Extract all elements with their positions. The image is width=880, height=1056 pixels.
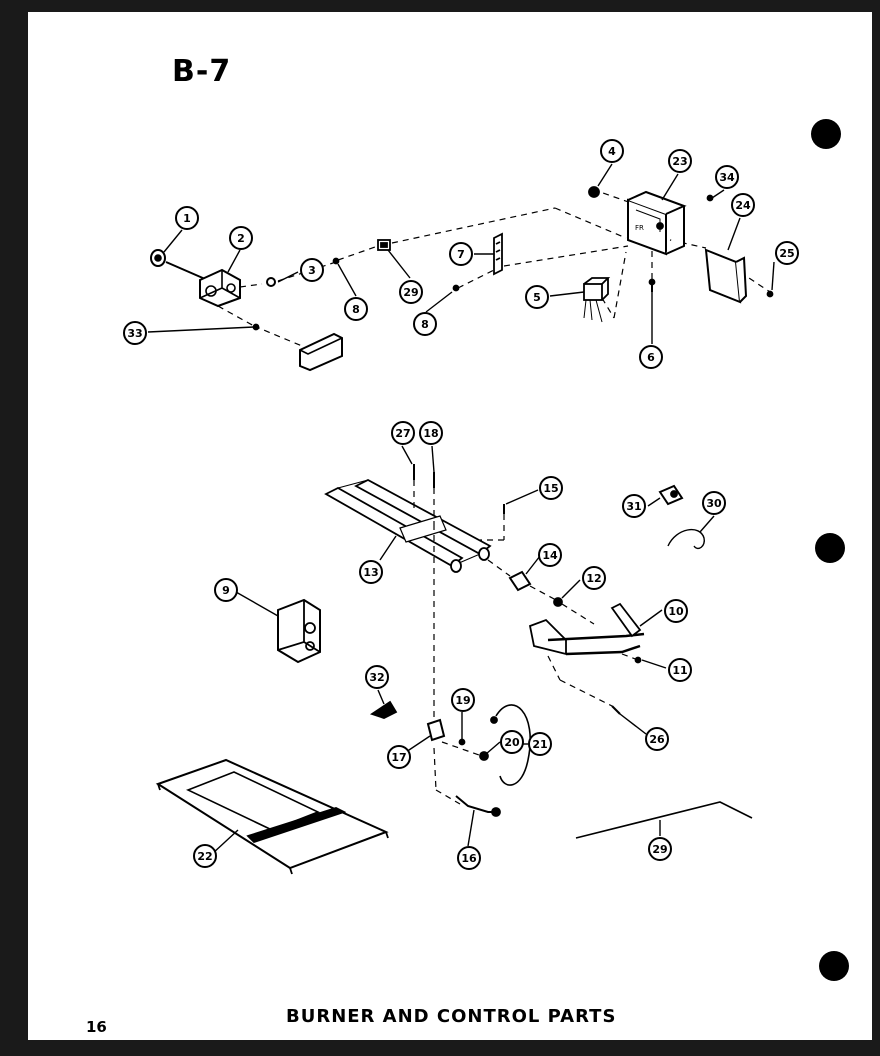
callout-label-25: 25 xyxy=(779,247,794,260)
callout-label-13: 13 xyxy=(363,566,378,579)
callout-label-19: 19 xyxy=(455,694,470,707)
callout-label-30: 30 xyxy=(706,497,722,510)
callout-label-7: 7 xyxy=(457,248,465,261)
callout-33 xyxy=(123,321,147,345)
callout-label-34: 34 xyxy=(719,171,735,184)
callout-label-2: 2 xyxy=(237,232,245,245)
callout-label-29b: 29 xyxy=(652,843,667,856)
callout-label-22: 22 xyxy=(197,850,212,863)
callout-8b xyxy=(413,312,437,336)
callout-label-10: 10 xyxy=(668,605,684,618)
junction-box-parts: FR xyxy=(252,186,774,331)
callout-23 xyxy=(668,149,692,173)
callout-label-17: 17 xyxy=(391,751,406,764)
callout-label-27: 27 xyxy=(395,427,410,440)
callout-16 xyxy=(457,846,481,870)
callout-7 xyxy=(449,242,473,266)
callout-27 xyxy=(391,421,415,445)
callout-label-16: 16 xyxy=(461,852,477,865)
callout-label-8a: 8 xyxy=(352,303,360,316)
callout-32 xyxy=(365,665,389,689)
callout-label-32: 32 xyxy=(369,671,384,684)
callout-17 xyxy=(387,745,411,769)
valve-assembly xyxy=(150,249,343,372)
punch-hole-top xyxy=(811,119,841,149)
callout-31 xyxy=(622,494,646,518)
callout-9 xyxy=(214,578,238,602)
callout-24 xyxy=(731,193,755,217)
callout-label-15: 15 xyxy=(543,482,558,495)
callout-26 xyxy=(645,727,669,751)
callout-label-12: 12 xyxy=(586,572,601,585)
callout-11 xyxy=(668,658,692,682)
callout-label-20: 20 xyxy=(504,736,520,749)
callout-8a xyxy=(344,297,368,321)
callout-label-18: 18 xyxy=(423,427,438,440)
callout-4 xyxy=(600,139,624,163)
callout-label-29a: 29 xyxy=(403,286,418,299)
burner-assembly xyxy=(277,464,706,715)
page-number: 16 xyxy=(86,1018,107,1036)
callout-label-24: 24 xyxy=(735,199,751,212)
callout-15 xyxy=(539,476,563,500)
punch-hole-bottom xyxy=(819,951,849,981)
callout-3 xyxy=(300,258,324,282)
callout-29a xyxy=(399,280,423,304)
lower-parts xyxy=(155,700,753,875)
callout-label-14: 14 xyxy=(542,549,558,562)
callout-label-1: 1 xyxy=(183,212,191,225)
callout-label-31: 31 xyxy=(626,500,641,513)
svg-text:FR: FR xyxy=(635,224,644,232)
diagram-code: B-7 xyxy=(172,54,232,89)
punch-hole-middle xyxy=(815,533,845,563)
callout-label-5: 5 xyxy=(533,291,541,304)
callout-label-23: 23 xyxy=(672,155,687,168)
callout-label-26: 26 xyxy=(649,733,665,746)
callout-label-8b: 8 xyxy=(421,318,429,331)
callout-22 xyxy=(193,844,217,868)
callout-20 xyxy=(500,730,524,754)
callout-label-33: 33 xyxy=(127,327,142,340)
callout-10 xyxy=(664,599,688,623)
callout-14 xyxy=(538,543,562,567)
callout-18 xyxy=(419,421,443,445)
assembly-leader-lines-lower xyxy=(413,480,639,805)
callout-label-4: 4 xyxy=(608,145,616,158)
callout-label-21: 21 xyxy=(532,738,547,751)
callout-2 xyxy=(229,226,253,250)
callout-5 xyxy=(525,285,549,309)
callout-label-6: 6 xyxy=(647,351,655,364)
callout-label-3: 3 xyxy=(308,264,316,277)
diagram-caption: BURNER AND CONTROL PARTS xyxy=(286,1006,617,1027)
callout-6 xyxy=(639,345,663,369)
callout-21 xyxy=(528,732,552,756)
callout-30 xyxy=(702,491,726,515)
callout-34 xyxy=(715,165,739,189)
callout-bubbles xyxy=(123,139,799,870)
callout-1 xyxy=(175,206,199,230)
callout-25 xyxy=(775,241,799,265)
assembly-leader-lines-upper xyxy=(217,191,771,347)
callout-12 xyxy=(582,566,606,590)
callout-19 xyxy=(451,688,475,712)
callout-label-9: 9 xyxy=(222,584,230,597)
callout-13 xyxy=(359,560,383,584)
callout-labels: 1 2 3 4 23 34 24 25 7 5 6 8 29 8 33 27 1… xyxy=(127,145,794,865)
callout-29b xyxy=(648,837,672,861)
callout-label-11: 11 xyxy=(672,664,687,677)
